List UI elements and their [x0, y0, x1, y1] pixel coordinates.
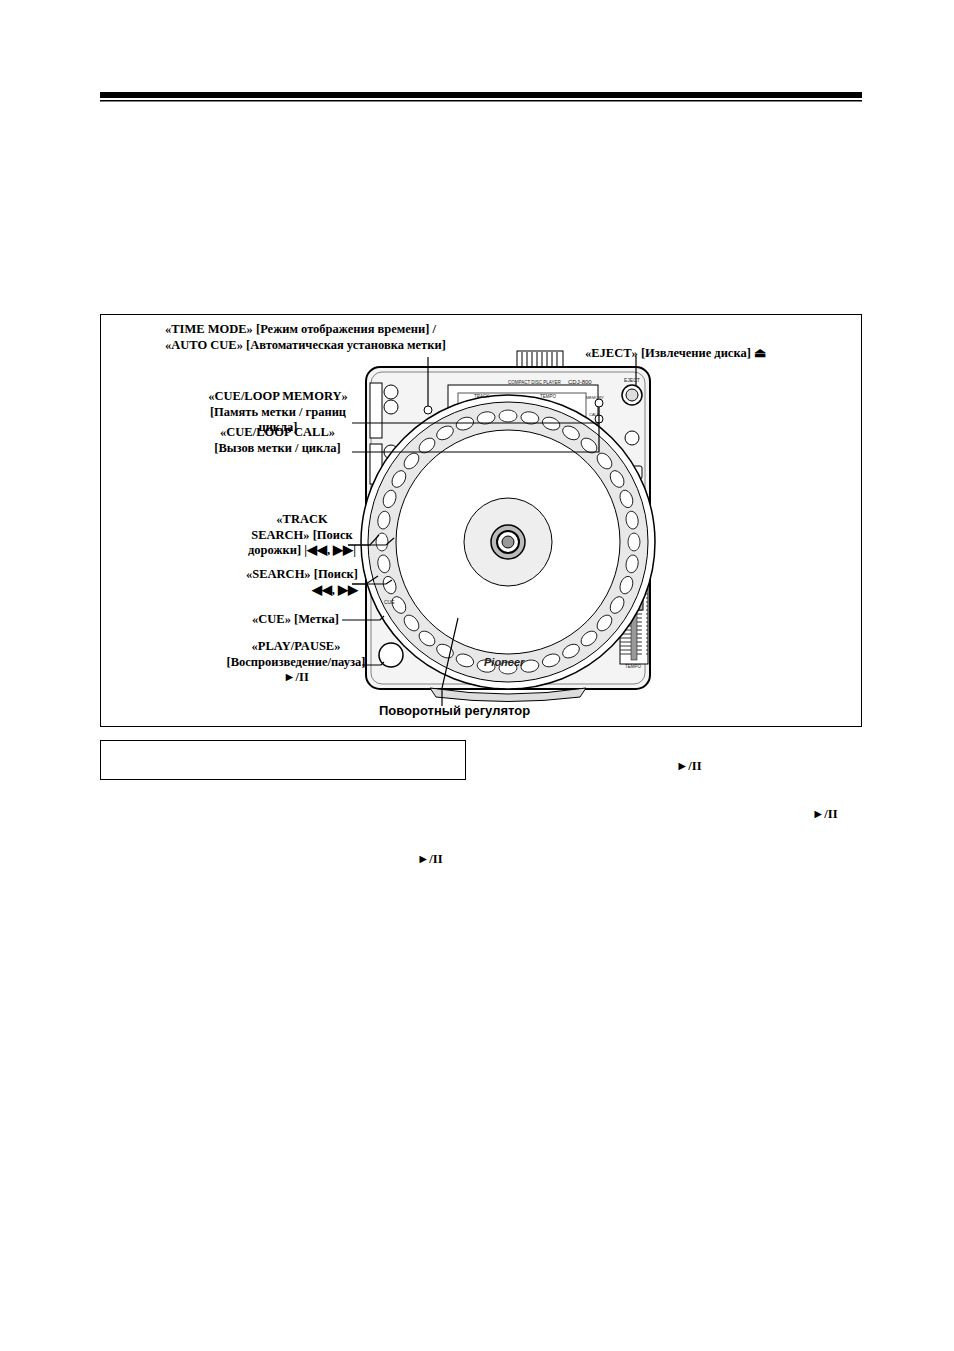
jog-stud — [541, 652, 562, 669]
callout-label: «PLAY/PAUSE» [Воспроизведение/пауза] ►/I… — [226, 639, 366, 686]
jog-stud — [594, 612, 615, 634]
device-text: EJECT — [624, 378, 640, 383]
jog-stud — [618, 488, 635, 509]
jog-stud — [389, 594, 408, 616]
device-text: CUE — [384, 600, 395, 605]
jog-stud — [416, 628, 438, 649]
jog-stud — [618, 575, 635, 596]
jog-stud — [578, 435, 600, 456]
jog-stud — [376, 554, 391, 574]
jog-stud — [499, 410, 517, 422]
jog-stud — [625, 510, 640, 530]
device-text: CALL — [589, 413, 599, 417]
jog-stud — [607, 468, 626, 490]
device-text: CDJ-800 — [568, 379, 592, 385]
callout-label: «TIME MODE» [Режим отображения времени] … — [165, 322, 450, 353]
callout-label: «CUE» [Метка] — [252, 612, 339, 628]
jog-stud — [381, 488, 398, 509]
play-symbol: ►/II — [417, 852, 443, 868]
brand-logo: Pioneer — [484, 657, 524, 668]
callout-label: «SEARCH» [Поиск] ◀◀, ▶▶ — [240, 567, 358, 598]
jog-stud — [578, 628, 600, 649]
device-text: TRACK — [474, 395, 489, 400]
jog-stud — [560, 641, 582, 660]
jog-stud — [628, 533, 640, 551]
jog-stud — [376, 510, 391, 530]
jog-stud — [389, 468, 408, 490]
callout-label: «EJECT» [Извлечение диска] ⏏ — [585, 346, 775, 362]
jog-stud — [434, 423, 456, 442]
device-text: COMPACT DISC PLAYER — [508, 381, 561, 386]
play-symbol: ►/II — [676, 759, 702, 775]
jog-stud — [416, 435, 438, 456]
callout-label: Поворотный регулятор — [379, 703, 530, 719]
jog-stud — [454, 652, 475, 669]
device-text: MEMORY — [586, 396, 604, 400]
device-text: TEMPO — [540, 395, 556, 400]
jog-stud — [625, 554, 640, 574]
jog-stud — [560, 423, 582, 442]
jog-stud — [607, 594, 626, 616]
callout-label: «TRACK SEARCH» [Поиск дорожки] |◀◀, ▶▶| — [246, 512, 358, 559]
jog-stud — [594, 450, 615, 472]
jog-stud — [401, 450, 422, 472]
device-text: TEMPO — [625, 665, 641, 670]
jog-stud — [381, 575, 398, 596]
callout-label: «CUE/LOOP CALL» [Вызов метки / цикла] — [205, 425, 350, 456]
jog-stud — [401, 612, 422, 634]
play-symbol: ►/II — [812, 807, 838, 823]
